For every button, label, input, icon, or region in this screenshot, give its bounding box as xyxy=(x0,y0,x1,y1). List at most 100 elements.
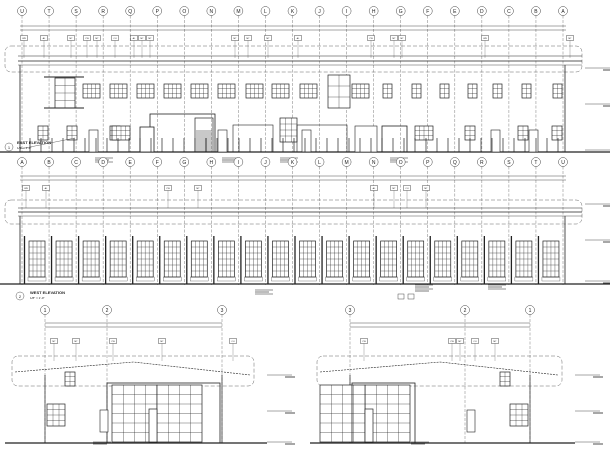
keynote-tag: WB xyxy=(481,35,489,41)
drawing-number-bubble xyxy=(15,291,25,301)
keynote-tag: MT xyxy=(264,35,272,41)
window xyxy=(245,240,262,278)
window-sill xyxy=(487,276,507,282)
grid-label: O xyxy=(399,160,403,166)
drawing-number: 1 xyxy=(8,145,11,150)
keynote-tag: MT xyxy=(231,35,239,41)
grid-label: 1 xyxy=(44,308,47,314)
grid-bubble: C xyxy=(504,6,514,16)
drawing-scale: 1/8" = 1'-0" xyxy=(17,146,32,150)
keynote-tag: CU xyxy=(111,35,119,41)
window xyxy=(434,240,452,278)
window xyxy=(66,125,78,141)
grid-label: R xyxy=(480,160,484,166)
drawing-number-bubble xyxy=(4,142,14,152)
keynote-label: CW xyxy=(450,341,455,343)
storefront-bay xyxy=(296,124,348,153)
grid-label: 1 xyxy=(529,308,532,314)
keynote-tag: MT xyxy=(491,338,499,344)
window xyxy=(515,240,533,278)
keynote-tag: AL xyxy=(370,185,378,191)
grid-bubble: I xyxy=(341,6,352,16)
window-sill xyxy=(217,276,236,282)
window xyxy=(55,240,73,278)
keynote-label: MT xyxy=(493,341,497,343)
keynote-tag: CW xyxy=(360,338,368,344)
grid-bubble: N xyxy=(206,6,217,16)
window xyxy=(54,77,76,109)
window xyxy=(380,240,397,278)
window xyxy=(37,125,49,141)
keynote-label: CW xyxy=(166,188,171,190)
roof-detail-callout xyxy=(11,355,255,387)
roof-detail-callout xyxy=(4,199,583,225)
grid-bubble: D xyxy=(98,157,108,167)
keynote-tag: MT xyxy=(50,338,58,344)
keynote-label: CW xyxy=(111,341,116,343)
window xyxy=(542,240,560,278)
keynote-tag: MT xyxy=(390,35,398,41)
grid-label: C xyxy=(74,160,78,166)
keynote-tag: MT xyxy=(390,185,398,191)
window xyxy=(136,240,154,278)
keynote-tag: AL xyxy=(40,35,48,41)
grid-label: E xyxy=(129,160,133,166)
window xyxy=(327,74,351,109)
door xyxy=(466,409,476,433)
window xyxy=(351,83,370,99)
roof-slope-line xyxy=(319,361,559,376)
window xyxy=(411,83,422,99)
grid-bubble: F xyxy=(423,6,433,16)
grid-label: P xyxy=(156,9,160,15)
window-sill xyxy=(271,276,290,282)
keynote-label: MT xyxy=(246,38,250,40)
keynote-tag: MT xyxy=(158,338,166,344)
grid-label: N xyxy=(372,160,376,166)
keynote-label: AL xyxy=(297,37,300,40)
keynote-label: MT xyxy=(458,341,462,343)
grid-bubble: 3 xyxy=(345,305,355,315)
keynote-label: MT xyxy=(400,38,404,40)
grid-bubble: G xyxy=(179,157,190,167)
grid-bubble: J xyxy=(260,157,271,167)
window xyxy=(414,125,434,141)
keynote-label: MT xyxy=(160,341,164,343)
keynote-tag: MT xyxy=(138,35,146,41)
window-sill xyxy=(190,276,209,282)
grid-label: 2 xyxy=(464,308,467,314)
window xyxy=(190,240,208,278)
keynote-label: CU xyxy=(473,341,477,343)
grid-bubble: B xyxy=(531,6,541,16)
keynote-label: MT xyxy=(140,38,144,40)
keynote-label: MT xyxy=(233,38,237,40)
keynote-label: MT xyxy=(52,341,56,343)
grid-bubble: C xyxy=(71,157,81,167)
keynote-label: WB xyxy=(22,38,26,40)
hangar-frame xyxy=(351,382,416,444)
grid-label: F xyxy=(156,160,159,166)
window xyxy=(111,125,131,141)
grid-label: T xyxy=(534,160,537,166)
grid-bubble: F xyxy=(152,157,162,167)
door xyxy=(99,409,109,433)
keynote-label: AL xyxy=(133,37,136,40)
keynote-tag: AL xyxy=(42,185,50,191)
grid-bubble: L xyxy=(314,157,325,167)
keynote-tag: MT xyxy=(146,35,154,41)
window xyxy=(461,240,479,278)
keynote-label: MT xyxy=(266,38,270,40)
window xyxy=(492,83,503,99)
window xyxy=(190,83,209,99)
keynote-tag: AL xyxy=(130,35,138,41)
grid-label: U xyxy=(561,160,565,166)
keynote-tag: CW xyxy=(164,185,172,191)
keynote-tag: CU xyxy=(471,338,479,344)
roof-slope-line xyxy=(14,361,251,376)
keynote-label: MT xyxy=(74,341,78,343)
door xyxy=(217,129,228,153)
grid-label: P xyxy=(426,160,430,166)
window-sill xyxy=(244,276,263,282)
keynote-tag: MT xyxy=(422,185,430,191)
west-title-block: 2 WEST ELEVATION 1/8" = 1'-0" xyxy=(15,290,65,301)
